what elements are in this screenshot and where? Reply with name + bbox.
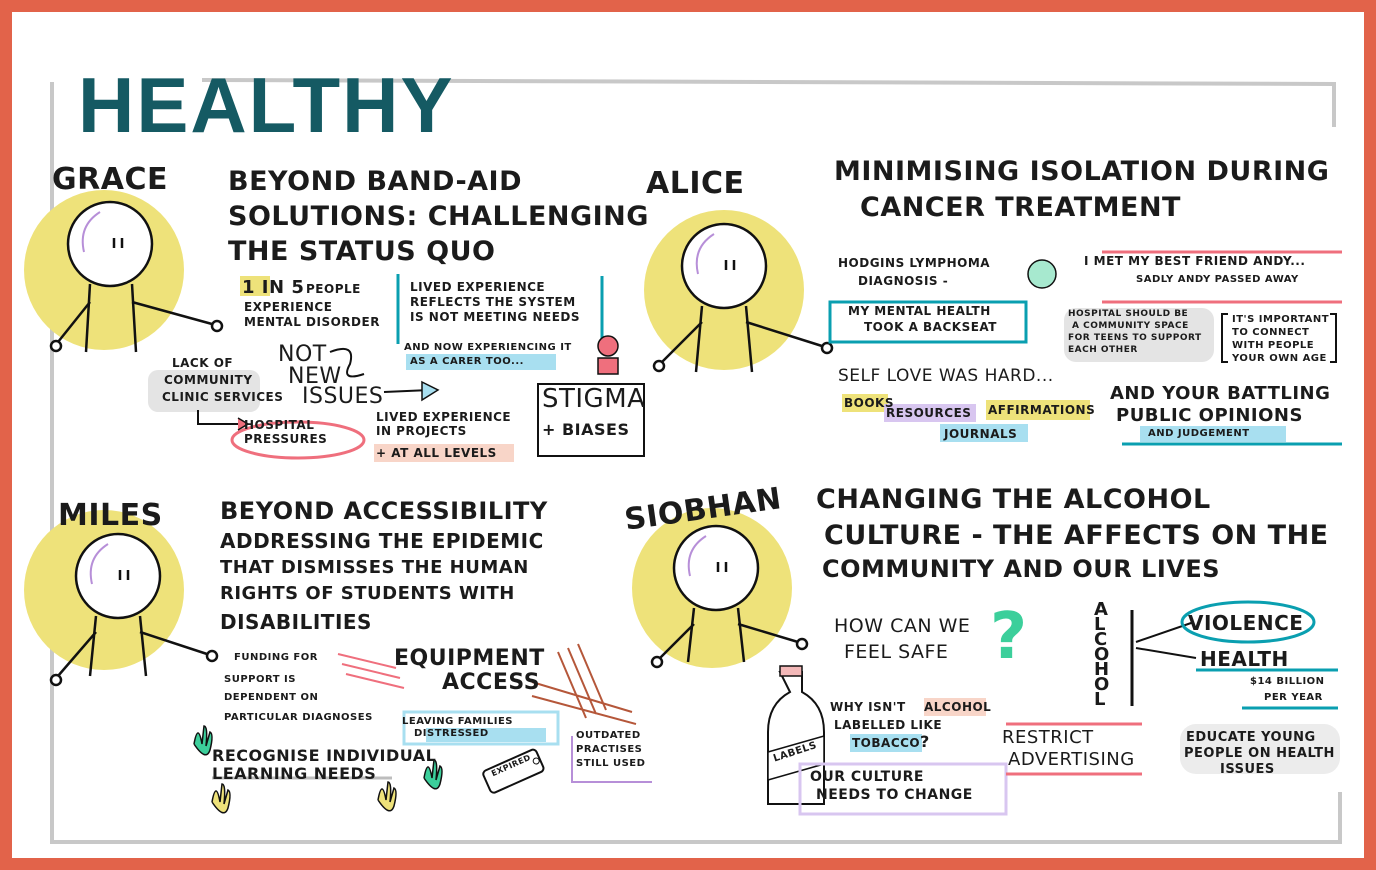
green-hand-icon: [193, 725, 213, 756]
expired-tag-icon: [482, 748, 545, 794]
grace-figure-icon: [49, 200, 224, 353]
green-hand-icon: [423, 759, 443, 790]
siobhan-figure-icon: [650, 524, 809, 669]
restrict-advertising-note: RESTRICT: [1002, 727, 1094, 748]
bottle-icon: [767, 665, 825, 805]
question-mark-icon: ?: [990, 600, 1028, 674]
miles-figure-icon: [49, 532, 219, 687]
feel-safe-note: HOW CAN WE: [834, 615, 971, 637]
public-opinions-note: AND YOUR BATTLING: [1110, 383, 1331, 404]
violence-label: VIOLENCE: [1188, 611, 1304, 635]
stat-one-in-five: 1 IN 5: [242, 277, 305, 298]
culture-change-note: OUR CULTURE: [810, 769, 924, 785]
best-friend-note: I MET MY BEST FRIEND ANDY...: [1084, 254, 1306, 268]
sketchnote-page: HEALTHY GRACE BEYOND BAND-AID SOLUTIONS:…: [12, 12, 1364, 858]
cost-label: $14 BILLION: [1250, 676, 1325, 687]
families-note: LEAVING FAMILIES: [402, 716, 514, 727]
alcohol-vertical-label: ALCOHOL: [1094, 599, 1110, 710]
sketch-lines: [24, 78, 1342, 844]
page-title: HEALTHY: [78, 61, 455, 149]
equipment-access-label: EQUIPMENT: [394, 646, 545, 671]
backseat-note: MY MENTAL HEALTH: [848, 304, 991, 318]
alice-name: ALICE: [646, 166, 745, 201]
recognise-needs-note: RECOGNISE INDIVIDUAL: [212, 746, 437, 765]
yellow-hand-icon: [377, 781, 397, 812]
alice-figure-icon: [652, 222, 834, 373]
grace-name: GRACE: [52, 162, 168, 197]
health-label: HEALTH: [1200, 647, 1289, 671]
yellow-hand-icon: [211, 783, 231, 814]
self-love-note: SELF LOVE WAS HARD...: [838, 366, 1054, 386]
miles-name: MILES: [58, 498, 163, 533]
stigma-label: STIGMA: [542, 384, 646, 414]
